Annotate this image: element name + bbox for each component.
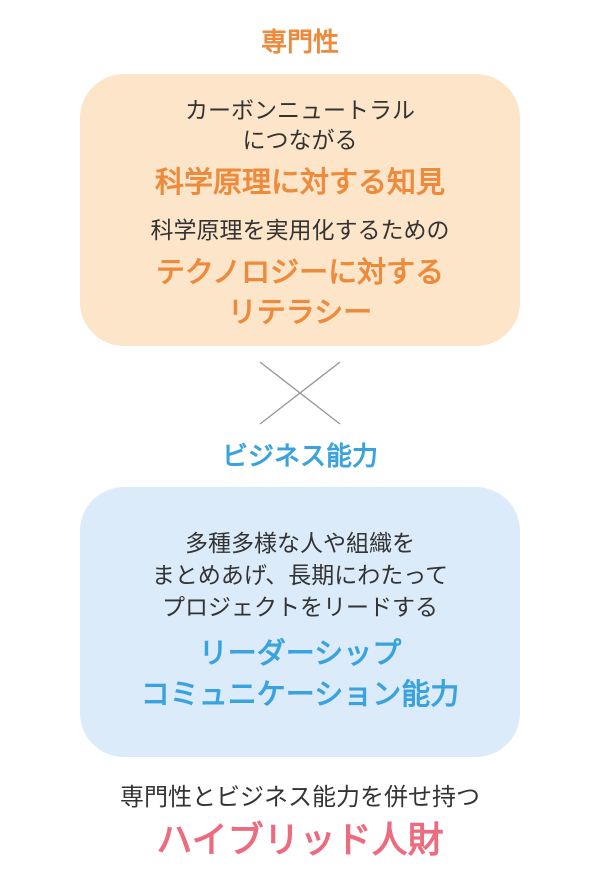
expertise-highlight-2: テクノロジーに対する (155, 255, 445, 289)
multiply-cross-icon (259, 361, 341, 425)
expertise-title: 専門性 (260, 28, 339, 58)
business-line-2: まとめあげ、長期にわたって (151, 563, 449, 589)
result-lead: 専門性とビジネス能力を併せ持つ (120, 783, 480, 811)
business-box: 多種多様な人や組織を まとめあげ、長期にわたって プロジェクトをリードする リー… (80, 487, 520, 757)
business-highlight-1: リーダーシップ (198, 636, 402, 670)
business-highlight-2: コミュニケーション能力 (140, 677, 460, 711)
expertise-line-4: 科学原理を実用化するための (150, 218, 450, 244)
expertise-line-1: カーボンニュートラル (185, 98, 415, 124)
expertise-highlight-3: リテラシー (227, 295, 373, 329)
expertise-line-2: につながる (242, 128, 358, 154)
result-headline: ハイブリッド人財 (156, 820, 444, 861)
expertise-box: カーボンニュートラル につながる 科学原理に対する知見 科学原理を実用化するため… (80, 74, 520, 346)
expertise-highlight-1: 科学原理に対する知見 (154, 165, 445, 199)
business-line-3: プロジェクトをリードする (162, 595, 438, 621)
business-line-1: 多種多様な人や組織を (185, 531, 415, 557)
business-title: ビジネス能力 (221, 442, 378, 472)
